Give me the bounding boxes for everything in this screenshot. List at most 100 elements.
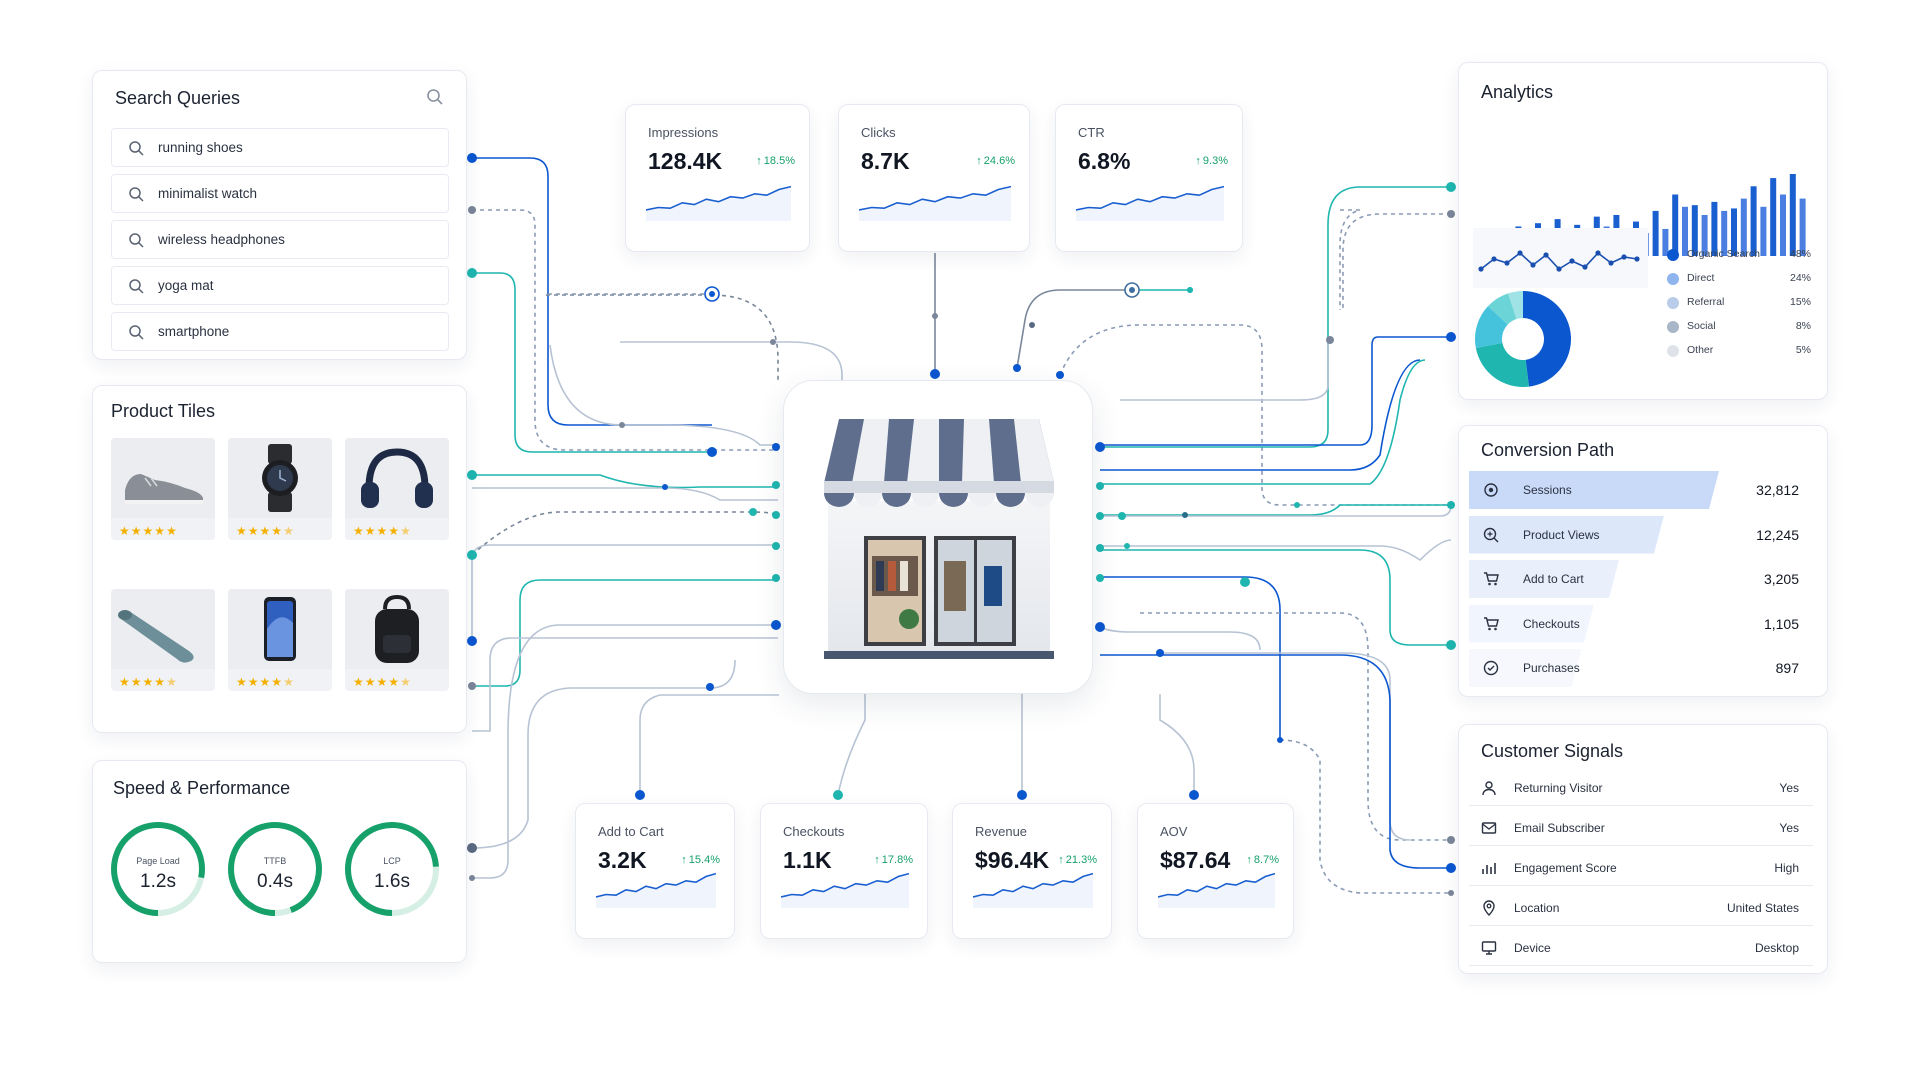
donut-slice (1523, 291, 1572, 387)
donut-slice (1488, 293, 1517, 325)
traffic-bar (1770, 178, 1777, 256)
cart-icon (1484, 572, 1499, 586)
legend-name: Other (1687, 344, 1714, 356)
arrow-up-icon: ↑ (1058, 854, 1064, 866)
star-icon: ★ (236, 524, 247, 538)
product-tile-smartphone[interactable]: ★★★★★ (228, 589, 332, 691)
arrow-up-icon: ↑ (756, 155, 762, 167)
smartphone-icon (264, 597, 296, 661)
product-tiles-title: Product Tiles (111, 401, 216, 421)
product-image (345, 589, 449, 669)
traffic-bar (1750, 186, 1757, 256)
signal-value: United States (1726, 901, 1799, 915)
funnel-label: Add to Cart (1523, 572, 1584, 586)
legend-dot (1667, 345, 1679, 357)
star-icon: ★ (364, 675, 376, 689)
search-query-item[interactable]: running shoes (111, 128, 449, 167)
kpi-change: ↑9.3% (1195, 155, 1228, 167)
search-query-item[interactable]: yoga mat (111, 266, 449, 305)
monitor-icon (1481, 941, 1497, 955)
kpi-label: Clicks (861, 125, 896, 140)
legend-name: Direct (1687, 272, 1715, 284)
product-tile-smartwatch[interactable]: ★★★★★ (228, 438, 332, 540)
kpi-sparkline (1158, 872, 1275, 908)
signal-label: Device (1514, 941, 1551, 955)
gauge-ring (111, 822, 205, 916)
traffic-bar (1672, 194, 1679, 256)
kpi-card-aov: AOV$87.64↑8.7% (1137, 803, 1294, 939)
kpi-value: $96.4K (975, 847, 1050, 873)
gauge-fill (111, 822, 205, 916)
traffic-bar (1731, 208, 1737, 256)
legend-dot (1667, 273, 1679, 285)
funnel-value: 32,812 (1756, 482, 1799, 498)
search-icon[interactable] (426, 88, 444, 106)
sparkline (781, 872, 909, 898)
star-icon: ★ (154, 524, 166, 538)
search-icon (129, 278, 144, 294)
signal-value: Yes (1779, 821, 1799, 835)
kpi-value: 6.8% (1078, 148, 1131, 174)
storefront (783, 380, 1093, 694)
kpi-change: ↑21.3% (1058, 854, 1097, 866)
search-query-text: yoga mat (158, 278, 214, 293)
kpi-change: ↑15.4% (681, 854, 720, 866)
funnel-value: 3,205 (1763, 571, 1799, 587)
search-query-item[interactable]: smartphone (111, 312, 449, 351)
search-icon (129, 232, 144, 248)
legend-pct: 15% (1789, 296, 1811, 308)
sparkline (1158, 872, 1275, 898)
traffic-line (1480, 251, 1638, 271)
kpi-sparkline (973, 872, 1093, 908)
star-rating: ★★★★★ (119, 673, 215, 689)
legend-pct: 5% (1795, 344, 1811, 356)
search-query-text: running shoes (158, 140, 243, 155)
kpi-value: 128.4K (648, 148, 723, 174)
funnel-label: Purchases (1523, 661, 1580, 675)
traffic-bar (1682, 206, 1688, 256)
funnel-bar (1469, 649, 1582, 687)
signal-label: Location (1514, 901, 1560, 915)
kpi-label: Revenue (975, 824, 1028, 839)
headphones-icon (361, 448, 433, 508)
traffic-bar (1740, 198, 1747, 256)
funnel-value: 12,245 (1756, 526, 1799, 543)
traffic-line-chart (1473, 228, 1648, 288)
gauge-label: Page Load (136, 856, 180, 866)
legend-name: Organic Search (1687, 248, 1760, 260)
star-icon: ★ (400, 675, 411, 689)
star-icon: ★ (236, 675, 247, 689)
user-icon (1482, 781, 1496, 796)
search-queries-title: Search Queries (115, 88, 241, 108)
product-tile-yoga-mat[interactable]: ★★★★★ (111, 589, 215, 691)
legend-dot (1667, 321, 1679, 333)
sparkline (646, 185, 791, 211)
kpi-change: ↑24.6% (976, 155, 1015, 167)
funnel-step[interactable]: Add to Cart 3,205 (1469, 560, 1813, 598)
gauge-label: TTFB (263, 856, 287, 866)
product-tile-sneaker[interactable]: ★★★★★ (111, 438, 215, 540)
search-query-item[interactable]: minimalist watch (111, 174, 449, 213)
traffic-bar (1780, 194, 1786, 256)
sparkline (596, 872, 716, 898)
star-rating: ★★★★★ (353, 673, 449, 689)
signal-value: High (1774, 861, 1799, 875)
gauge-label: LCP (383, 856, 401, 866)
signal-label: Email Subscriber (1514, 821, 1605, 835)
eye-icon (1484, 483, 1498, 497)
product-tile-backpack[interactable]: ★★★★★ (345, 589, 449, 691)
search-query-item[interactable]: wireless headphones (111, 220, 449, 259)
search-icon (129, 140, 144, 156)
sparkline-area (859, 186, 1011, 221)
sparkline-area (596, 873, 716, 908)
analytics-title: Analytics (1481, 82, 1554, 102)
product-tile-headphones[interactable]: ★★★★★ (345, 438, 449, 540)
